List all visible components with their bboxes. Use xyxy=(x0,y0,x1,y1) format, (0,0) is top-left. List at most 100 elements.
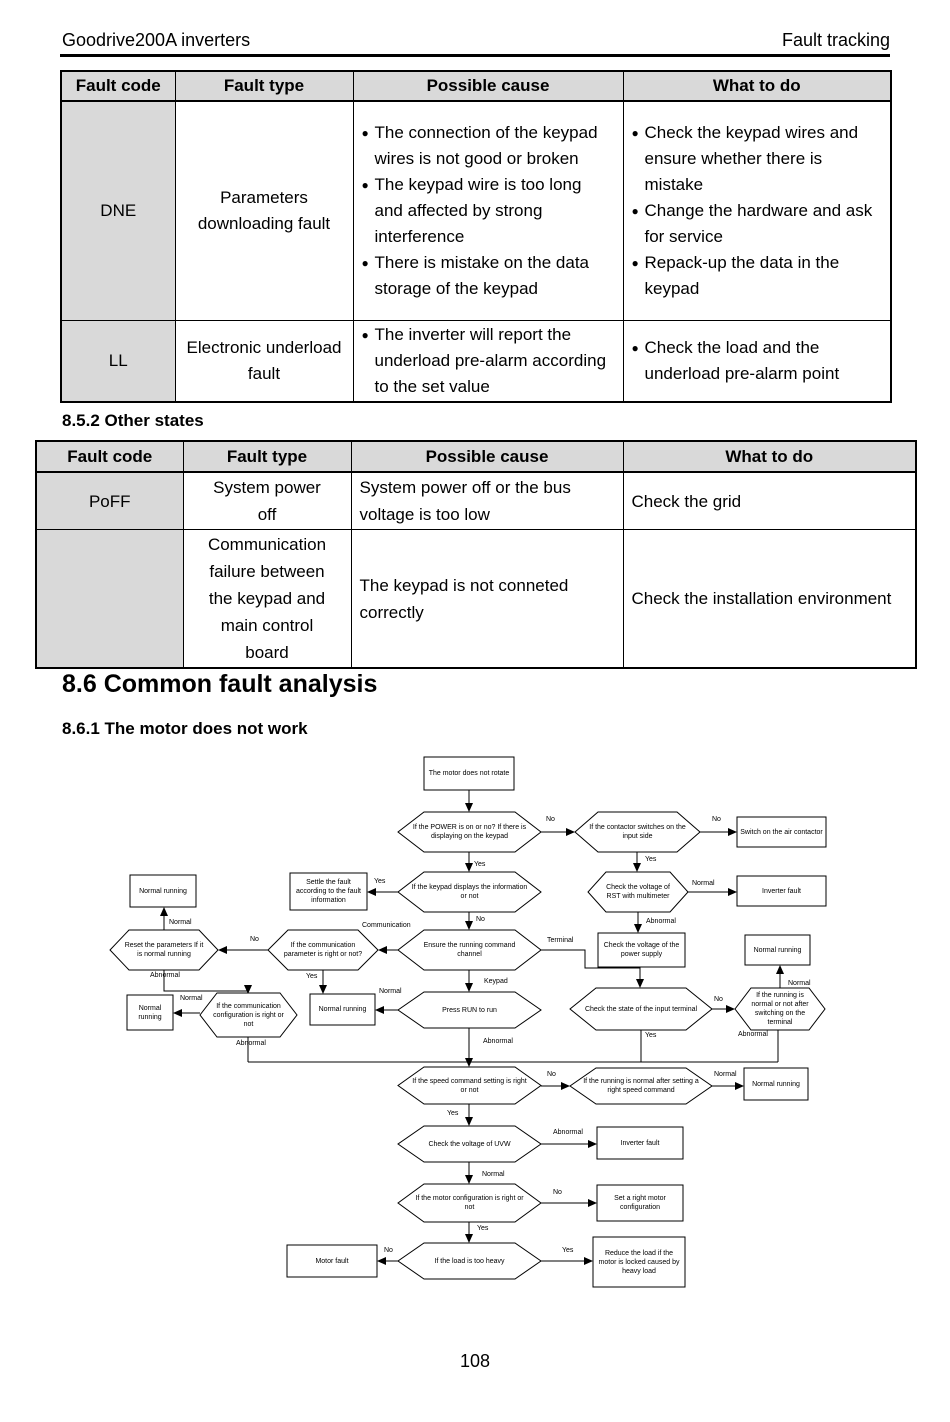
table-header-row: Fault code Fault type Possible cause Wha… xyxy=(60,70,892,102)
flow-node-shape-speed-command xyxy=(397,1066,542,1105)
fault-code-cell: PoFF xyxy=(35,471,184,530)
flow-node-check-rst: Check the voltage of RST with multimeter xyxy=(606,884,670,900)
flow-node-reset-params: Reset the parameters If it is normal run… xyxy=(124,942,204,958)
flowchart-motor-does-not-work: The motor does not rotate If the POWER is… xyxy=(0,750,950,1310)
flow-edge-label: Normal xyxy=(379,988,402,995)
flow-node-shape-check-uvw xyxy=(397,1125,542,1163)
flow-node-shape-check-rst xyxy=(587,871,689,913)
action-item: ●Change the hardware and ask for service xyxy=(632,198,883,250)
flow-node-check-power-supply: Check the voltage of the power supply xyxy=(603,942,680,958)
flow-edge-label: Normal xyxy=(788,980,811,987)
page-header-left: Goodrive200A inverters xyxy=(62,30,251,50)
col-header-fault-code: Fault code xyxy=(60,70,176,102)
flow-edge-label: Normal xyxy=(692,880,715,887)
cause-item: ●There is mistake on the data storage of… xyxy=(362,250,615,302)
col-header-fault-type: Fault type xyxy=(182,440,352,473)
table-row: DNE Parameters downloading fault ●The co… xyxy=(60,100,892,321)
flow-node-shape-comm-config xyxy=(199,992,298,1038)
section-heading-86: 8.6 Common fault analysis xyxy=(62,670,378,698)
flow-node-shape-inverter-fault-1 xyxy=(736,875,827,907)
table-row: LL Electronic underload fault ●The inver… xyxy=(60,319,892,402)
flow-node-shape-run-after-terminal xyxy=(734,987,826,1031)
flow-node-shape-normal-running-1 xyxy=(129,874,197,908)
flow-node-shape-normal-running-small xyxy=(126,994,174,1031)
flow-node-shape-contactor xyxy=(574,811,701,853)
flow-node-shape-switch-air xyxy=(736,816,827,848)
possible-cause-cell: ●The connection of the keypad wires is n… xyxy=(352,100,624,321)
flow-node-run-after-speed: If the running is normal after setting a… xyxy=(583,1078,699,1094)
flow-node-shape-set-motor-config xyxy=(596,1184,684,1222)
flow-node-shape-load-heavy xyxy=(397,1242,542,1280)
col-header-what-to-do: What to do xyxy=(622,70,892,102)
flow-edge-label: Normal xyxy=(482,1171,505,1178)
flow-edge-label: No xyxy=(547,1071,556,1078)
bullet-icon: ● xyxy=(361,327,369,342)
possible-cause-cell: The keypad is not conneted correctly xyxy=(350,529,624,669)
flow-node-run-after-terminal: If the running is normal or not after sw… xyxy=(751,992,809,1026)
col-header-fault-type: Fault type xyxy=(174,70,354,102)
flow-node-normal-running-3: Normal running xyxy=(318,1006,367,1013)
fault-type-cell: Electronic underload fault xyxy=(174,319,354,402)
flow-node-shape-ensure-channel xyxy=(397,929,542,971)
fault-table-1: Fault code Fault type Possible cause Wha… xyxy=(60,70,892,403)
flow-node-inverter-fault-1: Inverter fault xyxy=(762,887,801,895)
flow-node-settle-fault: Settle the fault according to the fault … xyxy=(296,879,361,904)
flow-connector xyxy=(541,949,640,969)
action-item: ●Check the load and the underload pre-al… xyxy=(632,335,883,387)
bullet-icon: ● xyxy=(361,255,369,270)
flow-edge-label: Abnormal xyxy=(646,918,676,925)
flow-connector xyxy=(163,970,252,994)
flow-node-motor-fault: Motor fault xyxy=(315,1257,349,1265)
flowchart-canvas xyxy=(109,756,827,1288)
flow-node-shape-check-power-supply xyxy=(597,932,686,968)
flow-edge-label: Yes xyxy=(562,1247,574,1254)
flow-edge-label: Yes xyxy=(374,878,386,885)
flow-node-ensure-channel: Ensure the running command channel xyxy=(423,942,516,958)
fault-table-2: Fault code Fault type Possible cause Wha… xyxy=(35,440,917,669)
fault-type-cell: Communication failure between the keypad… xyxy=(182,529,352,669)
flow-edge-label: Yes xyxy=(474,861,486,868)
col-header-what-to-do: What to do xyxy=(622,440,917,473)
flow-node-start: The motor does not rotate xyxy=(428,770,510,777)
cause-item: ●The inverter will report the underload … xyxy=(362,322,615,400)
header-rule xyxy=(60,54,890,57)
flow-node-normal-running-1: Normal running xyxy=(139,887,187,895)
flow-node-shape-normal-running-2 xyxy=(744,934,811,966)
col-header-possible-cause: Possible cause xyxy=(350,440,624,473)
possible-cause-cell: System power off or the bus voltage is t… xyxy=(350,471,624,530)
flow-node-shape-normal-running-3 xyxy=(309,993,376,1026)
flow-edge-label: Abnormal xyxy=(236,1040,266,1047)
flow-node-shape-power-on xyxy=(397,811,542,853)
flow-edge-label: Abnormal xyxy=(150,972,180,979)
flow-edge-label: No xyxy=(712,816,721,823)
bullet-icon: ● xyxy=(631,340,639,355)
flow-node-load-heavy: If the load is too heavy xyxy=(434,1257,505,1265)
flow-edge-label: No xyxy=(714,996,723,1003)
flow-node-shape-reset-params xyxy=(109,929,219,971)
table-header-row: Fault code Fault type Possible cause Wha… xyxy=(35,440,917,473)
action-item: ●Repack-up the data in the keypad xyxy=(632,250,883,302)
flow-edge-label: Yes xyxy=(645,1032,657,1039)
action-item: ●Check the keypad wires and ensure wheth… xyxy=(632,120,883,198)
flow-node-reduce-load: Reduce the load if the motor is locked c… xyxy=(598,1249,680,1275)
fault-code-cell: DNE xyxy=(60,100,176,321)
what-to-do-cell: ●Check the load and the underload pre-al… xyxy=(622,319,892,402)
flow-edge-label: Keypad xyxy=(484,978,508,985)
flow-edge-label: Yes xyxy=(447,1110,459,1117)
bullet-icon: ● xyxy=(631,125,639,140)
flow-edge-label: Normal xyxy=(714,1071,737,1078)
flow-node-check-uvw: Check the voltage of UVW xyxy=(428,1140,511,1148)
flow-node-shape-inverter-fault-2 xyxy=(596,1126,684,1160)
fault-code-cell xyxy=(35,529,184,669)
flow-node-shape-input-terminal xyxy=(569,987,713,1031)
col-header-possible-cause: Possible cause xyxy=(352,70,624,102)
flow-node-input-terminal: Check the state of the input terminal xyxy=(584,1005,698,1013)
flow-node-shape-normal-running-4 xyxy=(743,1067,809,1101)
possible-cause-cell: ●The inverter will report the underload … xyxy=(352,319,624,402)
flow-node-switch-air: Switch on the air contactor xyxy=(740,828,823,836)
flow-node-power-on: If the POWER is on or no? If there is di… xyxy=(412,824,527,840)
flow-node-shape-start xyxy=(423,756,515,791)
flow-edge-label: No xyxy=(546,816,555,823)
table-row: Communication failure between the keypad… xyxy=(35,529,917,669)
